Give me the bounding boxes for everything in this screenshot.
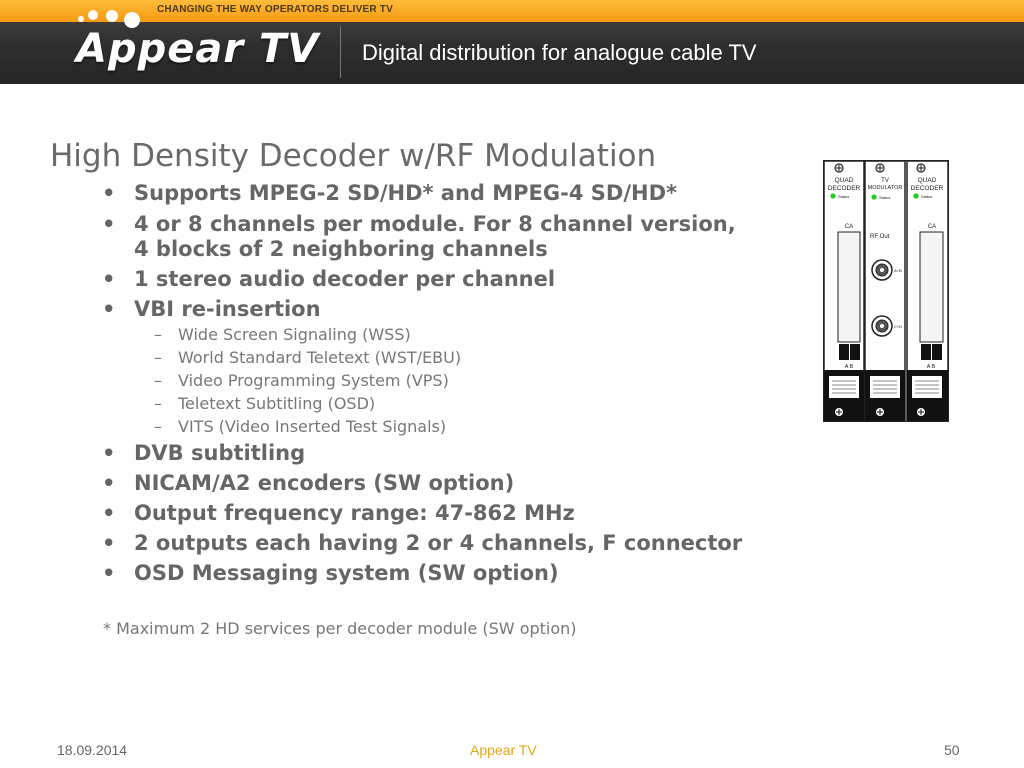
port-b bbox=[850, 344, 860, 360]
connector-label: C+D bbox=[894, 324, 902, 329]
ca-label: CA bbox=[845, 224, 853, 230]
logo-dot-icon bbox=[88, 10, 98, 20]
logo-dot-icon bbox=[124, 12, 140, 28]
ca-label: CA bbox=[928, 224, 936, 230]
header-orange-strip bbox=[0, 0, 1024, 22]
status-led-icon bbox=[913, 193, 919, 199]
module-label-line1: QUAD bbox=[918, 177, 937, 184]
module-rack-diagram: QUAD DECODER Status CA A B TV MODULATOR … bbox=[823, 160, 949, 422]
status-led-icon bbox=[830, 193, 836, 199]
ca-slot bbox=[837, 231, 861, 343]
bullet-item: Output frequency range: 47-862 MHz bbox=[102, 501, 575, 526]
bullet-item: DVB subtitling bbox=[102, 441, 305, 466]
tv-modulator-module: TV MODULATOR Status RF Out A+B C+D bbox=[864, 160, 906, 422]
bullet-item: OSD Messaging system (SW option) bbox=[102, 561, 559, 586]
bullet-item-continuation: 4 blocks of 2 neighboring channels bbox=[134, 237, 548, 261]
ports-label: A B bbox=[845, 364, 854, 370]
vent-grille bbox=[829, 376, 859, 398]
ca-slot bbox=[919, 231, 944, 343]
rf-out-label: RF Out bbox=[870, 234, 890, 240]
sub-bullet-item: Wide Screen Signaling (WSS) bbox=[154, 325, 411, 344]
screw-icon bbox=[834, 163, 844, 173]
sub-bullet-item: VITS (Video Inserted Test Signals) bbox=[154, 417, 446, 436]
status-label: Status bbox=[921, 194, 932, 199]
bullet-item: 4 or 8 channels per module. For 8 channe… bbox=[102, 212, 736, 237]
bullet-item: 1 stereo audio decoder per channel bbox=[102, 267, 555, 292]
slide-title: High Density Decoder w/RF Modulation bbox=[50, 138, 657, 174]
status-led-icon bbox=[871, 194, 877, 200]
sub-bullet-item: Video Programming System (VPS) bbox=[154, 371, 449, 390]
logo-dot-icon bbox=[106, 10, 118, 22]
module-label-line2: DECODER bbox=[828, 185, 861, 192]
bullet-item: NICAM/A2 encoders (SW option) bbox=[102, 471, 514, 496]
header-bar: CHANGING THE WAY OPERATORS DELIVER TV Ap… bbox=[0, 0, 1024, 84]
sub-bullet-item: World Standard Teletext (WST/EBU) bbox=[154, 348, 461, 367]
vent-grille bbox=[870, 376, 900, 398]
footer-date: 18.09.2014 bbox=[57, 742, 128, 758]
vent-grille bbox=[912, 376, 942, 398]
header-tagline: CHANGING THE WAY OPERATORS DELIVER TV bbox=[157, 4, 393, 15]
module-label-line2: DECODER bbox=[911, 185, 944, 192]
quad-decoder-module-right: QUAD DECODER Status CA A B bbox=[906, 160, 949, 422]
connector-label: A+B bbox=[894, 268, 902, 273]
logo-dot-icon bbox=[78, 16, 84, 22]
status-label: Status bbox=[838, 194, 849, 199]
module-label-line2: MODULATOR bbox=[868, 185, 903, 191]
ports-label: A B bbox=[927, 364, 936, 370]
bullet-item: Supports MPEG-2 SD/HD* and MPEG-4 SD/HD* bbox=[102, 181, 677, 206]
port-b bbox=[932, 344, 942, 360]
status-label: Status bbox=[879, 195, 890, 200]
bullet-item: 2 outputs each having 2 or 4 channels, F… bbox=[102, 531, 742, 556]
footnote: * Maximum 2 HD services per decoder modu… bbox=[103, 619, 577, 638]
port-a bbox=[839, 344, 849, 360]
port-a bbox=[921, 344, 931, 360]
header-divider bbox=[340, 26, 341, 78]
appear-tv-logo: Appear TV bbox=[68, 8, 318, 74]
bullet-item: VBI re-insertion bbox=[102, 297, 320, 322]
footer-brand: Appear TV bbox=[470, 742, 537, 758]
logo-text: Appear TV bbox=[76, 26, 320, 72]
screw-icon bbox=[875, 163, 885, 173]
quad-decoder-module-left: QUAD DECODER Status CA A B bbox=[823, 160, 865, 422]
screw-icon bbox=[916, 163, 926, 173]
header-subtitle: Digital distribution for analogue cable … bbox=[362, 40, 757, 65]
module-label-line1: QUAD bbox=[835, 177, 854, 184]
module-label-line1: TV bbox=[881, 178, 889, 184]
page-number: 50 bbox=[944, 742, 960, 758]
sub-bullet-item: Teletext Subtitling (OSD) bbox=[154, 394, 375, 413]
